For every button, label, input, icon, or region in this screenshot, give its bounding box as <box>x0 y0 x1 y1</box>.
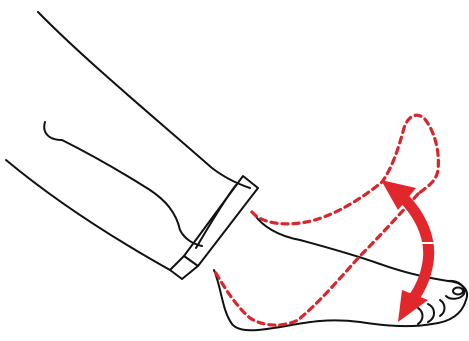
trouser-crease <box>43 121 203 247</box>
arrow-body <box>388 183 435 304</box>
arrow-head-top <box>381 180 416 210</box>
curved-double-arrow <box>381 180 436 322</box>
arrow-head-bottom <box>398 290 428 322</box>
dashed-foot-bottom <box>212 192 420 327</box>
trouser-cuff-top <box>183 175 259 267</box>
trouser-cuff-inner <box>195 184 237 249</box>
trouser-bottom-edge <box>5 159 171 271</box>
toe-nail <box>452 286 464 296</box>
toe-4 <box>417 307 424 325</box>
lower-leg-illustration <box>5 11 259 280</box>
toe-3 <box>427 303 435 323</box>
toe-big <box>445 279 466 300</box>
foot-outline <box>213 213 468 332</box>
foot-illustration <box>213 213 468 332</box>
dashed-foot-outline <box>212 113 440 327</box>
toe-2 <box>439 299 446 317</box>
trouser-top-edge <box>37 11 251 189</box>
trouser-cuff-end <box>169 255 199 280</box>
dashed-foot-top <box>250 113 440 226</box>
